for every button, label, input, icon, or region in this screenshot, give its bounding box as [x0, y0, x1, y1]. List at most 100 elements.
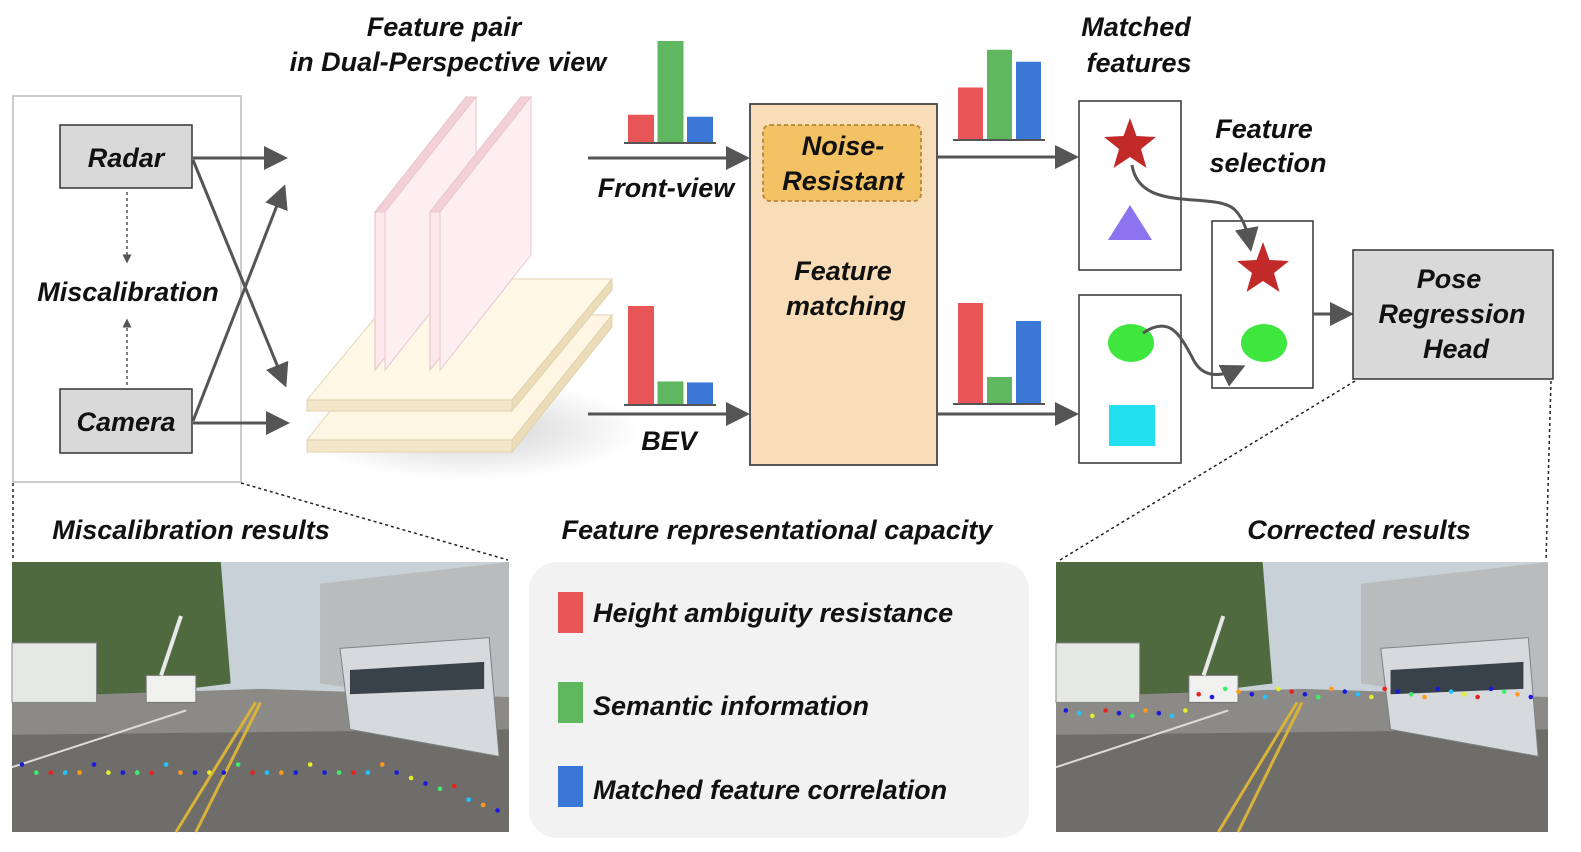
radar-point [1196, 692, 1201, 697]
radar-point [264, 770, 270, 775]
crane-boom [1201, 615, 1226, 677]
zoom-line-left-b [240, 482, 509, 561]
radar-point [1488, 686, 1494, 692]
radar-point [466, 797, 472, 802]
front-view-output-bars [958, 49, 1041, 140]
radar-point [192, 770, 198, 775]
feature-matching-line1: Feature [794, 256, 892, 286]
radar-point [408, 775, 414, 781]
radar-point [452, 783, 457, 789]
radar-point [77, 770, 82, 775]
feature-matching-line2: matching [786, 291, 907, 321]
radar-point [423, 781, 428, 786]
radar-box [59, 124, 193, 189]
selected-circle-icon [1241, 324, 1287, 362]
radar-point [163, 762, 169, 767]
noise-resistant-line1: Noise- [802, 131, 885, 161]
feature-pair-subtitle: in Dual-Perspective view [290, 47, 609, 77]
green-bar [657, 381, 684, 404]
bev-input-bars [628, 306, 713, 404]
radar-point [480, 802, 486, 808]
radar-point [19, 762, 25, 767]
radar-point [1143, 708, 1148, 713]
legend-swatch-semantic [558, 682, 583, 723]
bus-windows [349, 661, 485, 695]
radar-point [106, 770, 111, 775]
radar-point [1448, 689, 1454, 694]
selected-star-icon [1237, 242, 1289, 292]
radar-point [134, 770, 140, 775]
crane-boom [159, 615, 183, 677]
radar-point [1116, 710, 1122, 716]
radar-point [1329, 686, 1334, 692]
legend-swatch-height [558, 592, 583, 633]
radar-point [1408, 692, 1414, 697]
radar-point [1435, 686, 1441, 692]
radar-point [235, 762, 241, 767]
radar-point [62, 770, 68, 775]
matched-features-line2: features [1086, 48, 1191, 78]
square-icon [1109, 405, 1155, 446]
radar-point [1342, 689, 1348, 694]
radar-point [1462, 692, 1467, 697]
radar-point [1076, 710, 1082, 716]
pose-line1: Pose [1417, 264, 1482, 294]
radar-point [365, 770, 371, 775]
radar-point [1169, 713, 1175, 719]
lane-line-2 [1236, 701, 1304, 833]
radar-point [48, 770, 54, 775]
radar-point [1528, 694, 1534, 700]
red-bar [628, 114, 654, 142]
radar-point [1262, 694, 1268, 700]
blue-bar [687, 382, 713, 404]
radar-point [495, 808, 500, 813]
circle-icon [1108, 324, 1154, 362]
lane-line-2 [194, 701, 262, 833]
legend-swatch-correlation [558, 766, 583, 807]
feature-selection-line2: selection [1209, 148, 1326, 178]
radar-point [1222, 686, 1228, 692]
radar-point [1249, 692, 1255, 697]
radar-point [379, 762, 385, 767]
green-bar [987, 377, 1012, 403]
green-bar [987, 49, 1012, 140]
pose-line2: Regression [1378, 299, 1525, 329]
legend-label-correlation: Matched feature correlation [593, 775, 947, 805]
red-bar [958, 87, 983, 139]
lane-line-white [11, 709, 187, 769]
miscalibration-radar-points [19, 762, 500, 813]
radar-point [1129, 713, 1135, 719]
blue-bar [1016, 61, 1041, 139]
front-view-label: Front-view [598, 173, 737, 203]
legend-label-height: Height ambiguity resistance [593, 598, 953, 628]
matched-front-box [1078, 100, 1182, 271]
radar-point [1090, 713, 1095, 719]
bus-windows [1390, 661, 1524, 695]
radar-point [1501, 689, 1507, 694]
radar-point [149, 770, 154, 775]
green-bar [657, 41, 684, 142]
radar-point [279, 770, 284, 775]
star-selection-curve [1130, 164, 1259, 252]
front-view-input-bars [628, 41, 713, 142]
radar-point [1302, 692, 1308, 697]
red-bar [628, 306, 654, 404]
radar-point [1475, 694, 1480, 700]
radar-point [207, 770, 212, 775]
radar-point [1382, 686, 1387, 692]
radar-point [336, 770, 342, 775]
radar-point [437, 786, 443, 792]
radar-point [322, 770, 327, 775]
camera-to-front-arrow [191, 184, 288, 422]
blue-bar [1016, 321, 1041, 403]
triangle-icon [1108, 205, 1152, 240]
camera-label: Camera [76, 407, 175, 437]
radar-point [221, 770, 227, 775]
bev-label: BEV [641, 426, 699, 456]
radar-point [1063, 708, 1069, 713]
legend-label-semantic: Semantic information [593, 691, 869, 721]
feature-capacity-title: Feature representational capacity [562, 515, 995, 545]
camera-box [59, 388, 193, 454]
lane-line-white [1055, 709, 1229, 769]
